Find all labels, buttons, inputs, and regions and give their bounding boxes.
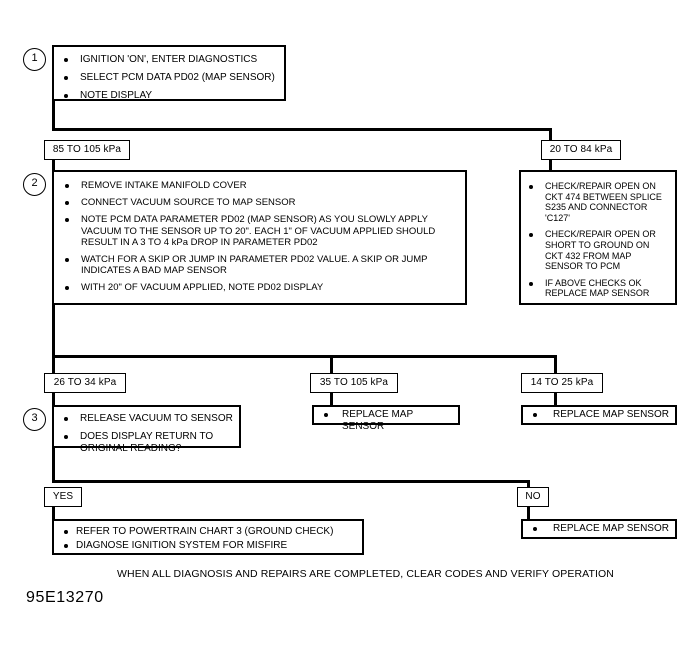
list-item: DIAGNOSE IGNITION SYSTEM FOR MISFIRE [62, 540, 356, 552]
connector-yesno-branch-bar [52, 480, 530, 483]
range-tag-20-84-kpa: 20 TO 84 kPa [541, 140, 621, 160]
step-3-list: RELEASE VACUUM TO SENSOR DOES DISPLAY RE… [62, 413, 233, 454]
range-tag-26-34-kpa: 26 TO 34 kPa [44, 373, 126, 393]
step-2-box: REMOVE INTAKE MANIFOLD COVER CONNECT VAC… [52, 170, 467, 305]
list-item: REPLACE MAP SENSOR [322, 409, 454, 433]
circuit-check-box: CHECK/REPAIR OPEN ON CKT 474 BETWEEN SPL… [519, 170, 677, 305]
list-item: CHECK/REPAIR OPEN OR SHORT TO GROUND ON … [527, 229, 667, 271]
range-tag-35-105-kpa: 35 TO 105 kPa [310, 373, 398, 393]
list-item: WATCH FOR A SKIP OR JUMP IN PARAMETER PD… [63, 254, 456, 276]
list-item: WITH 20" OF VACUUM APPLIED, NOTE PD02 DI… [63, 282, 456, 293]
list-item: REPLACE MAP SENSOR [531, 523, 671, 535]
list-item: NOTE PCM DATA PARAMETER PD02 (MAP SENSOR… [63, 214, 456, 248]
replace-map-sensor-mid-list: REPLACE MAP SENSOR [322, 409, 454, 433]
connector-step2-down [52, 305, 55, 358]
replace-map-sensor-no-box: REPLACE MAP SENSOR [521, 519, 677, 539]
circuit-check-list: CHECK/REPAIR OPEN ON CKT 474 BETWEEN SPL… [527, 181, 667, 299]
connector-range-20-84-to-circuit-check [549, 160, 552, 170]
range-tag-14-25-kpa: 14 TO 25 kPa [521, 373, 603, 393]
connector-top-branch-bar [52, 128, 552, 131]
connector-to-answer-no [527, 480, 530, 490]
connector-to-range-26-34 [52, 355, 55, 373]
list-item: REFER TO POWERTRAIN CHART 3 (GROUND CHEC… [62, 526, 356, 538]
step-3-box: RELEASE VACUUM TO SENSOR DOES DISPLAY RE… [52, 405, 241, 454]
powertrain-chart-list: REFER TO POWERTRAIN CHART 3 (GROUND CHEC… [62, 526, 356, 552]
connector-to-range-35-105 [330, 355, 333, 373]
list-item: IGNITION 'ON', ENTER DIAGNOSTICS [62, 54, 276, 66]
step-2-list: REMOVE INTAKE MANIFOLD COVER CONNECT VAC… [63, 180, 456, 294]
list-item: CHECK/REPAIR OPEN ON CKT 474 BETWEEN SPL… [527, 181, 667, 223]
range-tag-85-105-kpa: 85 TO 105 kPa [44, 140, 130, 160]
list-item: CONNECT VACUUM SOURCE TO MAP SENSOR [63, 197, 456, 208]
list-item: DOES DISPLAY RETURN TO ORIGINAL READING? [62, 431, 233, 455]
list-item: NOTE DISPLAY [62, 90, 276, 102]
step-number-3: 3 [23, 408, 46, 431]
footer-note: WHEN ALL DIAGNOSIS AND REPAIRS ARE COMPL… [117, 568, 614, 580]
document-code: 95E13270 [26, 589, 104, 606]
connector-answer-yes-to-chart [52, 507, 55, 519]
replace-map-sensor-right-list: REPLACE MAP SENSOR [531, 409, 671, 421]
replace-map-sensor-no-list: REPLACE MAP SENSOR [531, 523, 671, 535]
step-1-list: IGNITION 'ON', ENTER DIAGNOSTICS SELECT … [62, 54, 276, 101]
list-item: REMOVE INTAKE MANIFOLD COVER [63, 180, 456, 191]
connector-range-14-25-to-replace [554, 393, 557, 405]
answer-tag-yes: YES [44, 487, 82, 507]
connector-range-85-105-to-step2 [52, 160, 55, 170]
powertrain-chart-box: REFER TO POWERTRAIN CHART 3 (GROUND CHEC… [52, 519, 364, 555]
connector-step1-down [52, 101, 55, 131]
connector-answer-no-to-replace [527, 507, 530, 519]
connector-range-26-34-to-step3 [52, 393, 55, 405]
step-number-1: 1 [23, 48, 46, 71]
connector-to-range-20-84 [549, 128, 552, 143]
connector-to-range-14-25 [554, 355, 557, 373]
answer-tag-no: NO [517, 487, 549, 507]
list-item: REPLACE MAP SENSOR [531, 409, 671, 421]
step-1-box: IGNITION 'ON', ENTER DIAGNOSTICS SELECT … [52, 45, 286, 101]
connector-lower-branch-bar [52, 355, 557, 358]
connector-range-35-105-to-replace [330, 393, 333, 405]
replace-map-sensor-mid-box: REPLACE MAP SENSOR [312, 405, 460, 432]
list-item: IF ABOVE CHECKS OK REPLACE MAP SENSOR [527, 278, 667, 299]
connector-step3-down [52, 448, 55, 483]
list-item: SELECT PCM DATA PD02 (MAP SENSOR) [62, 72, 276, 84]
step-number-2: 2 [23, 173, 46, 196]
replace-map-sensor-right-box: REPLACE MAP SENSOR [521, 405, 677, 425]
list-item: RELEASE VACUUM TO SENSOR [62, 413, 233, 425]
